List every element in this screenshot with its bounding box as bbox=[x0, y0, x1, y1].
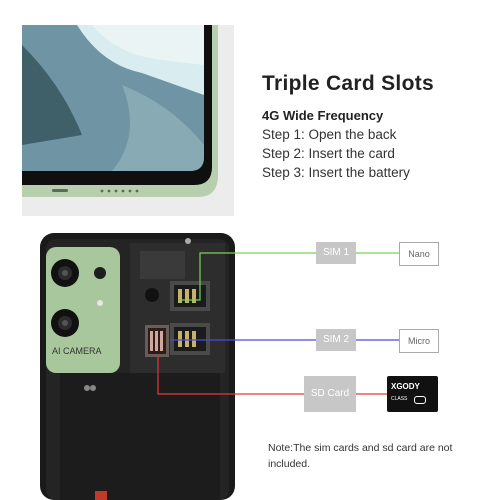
step-1-text: Step 1: Open the back bbox=[262, 127, 397, 142]
sd-card-class: CLASS bbox=[391, 396, 408, 402]
sim1-connector bbox=[178, 252, 316, 301]
sd-card-brand: XGODY bbox=[391, 382, 420, 391]
phone-corner-photo bbox=[22, 25, 234, 216]
sd-connector bbox=[157, 356, 304, 395]
sd-card-class-icon bbox=[414, 396, 426, 404]
sim1-label: SIM 1 bbox=[316, 242, 356, 264]
step-2-text: Step 2: Insert the card bbox=[262, 146, 395, 161]
micro-card-label: Micro bbox=[399, 329, 439, 353]
sd-card-label: SD Card bbox=[304, 376, 356, 412]
sim2-label: SIM 2 bbox=[316, 329, 356, 351]
sd-card-image: XGODY CLASS bbox=[387, 376, 438, 412]
page-title: Triple Card Slots bbox=[262, 72, 434, 95]
camera-label: AI CAMERA bbox=[52, 346, 102, 356]
phone-corner-illustration bbox=[22, 25, 234, 216]
subtitle: 4G Wide Frequency bbox=[262, 108, 384, 123]
step-3-text: Step 3: Insert the battery bbox=[262, 165, 410, 180]
note-text: Note:The sim cards and sd card are not i… bbox=[268, 442, 453, 470]
nano-card-label: Nano bbox=[399, 242, 439, 266]
